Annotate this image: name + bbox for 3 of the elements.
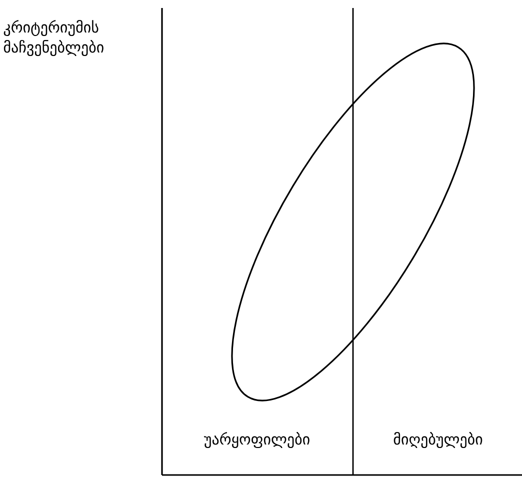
axis-label: მიღებულები — [394, 432, 482, 448]
axis-label: კრიტერიუმის მაჩვენებლები — [4, 20, 104, 56]
axis-label: უარყოფილები — [204, 432, 310, 448]
